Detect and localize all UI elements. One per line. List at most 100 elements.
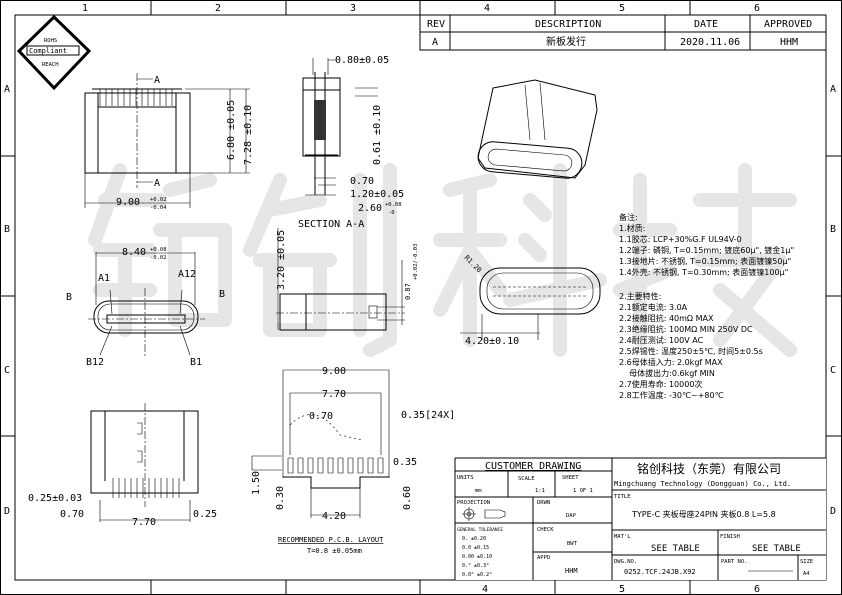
dim-tol-up: +0.08 bbox=[385, 202, 402, 208]
row-label: B bbox=[830, 224, 836, 235]
projection-label: PROJECTION bbox=[457, 500, 490, 506]
dim-bottom-d1: 0.25±0.03 bbox=[28, 493, 82, 504]
row-label: D bbox=[4, 506, 10, 517]
dim-section-d5: 2.60 bbox=[358, 203, 382, 214]
matl-value: SEE TABLE bbox=[651, 544, 700, 554]
customer-drawing-label: CUSTOMER DRAWING bbox=[485, 461, 581, 472]
revision-table: REV DESCRIPTION DATE APPROVED A 新板发行 202… bbox=[419, 15, 826, 51]
description-cell: 新板发行 bbox=[546, 35, 586, 48]
part-no-label: PART NO. bbox=[721, 559, 748, 565]
dim-section-d3: 0.70 bbox=[350, 176, 374, 187]
col-label: 1 bbox=[82, 3, 88, 14]
section-mark: A bbox=[154, 178, 160, 189]
dim-bottom-d4: 0.25 bbox=[193, 509, 217, 520]
dim-pcb-h1: 1.50 bbox=[251, 471, 262, 495]
note-line: 2.4耐压测试: 100V AC bbox=[619, 335, 704, 345]
row-label: D bbox=[830, 506, 836, 517]
row-label: A bbox=[4, 84, 10, 95]
scale-value: 1:1 bbox=[535, 488, 545, 494]
row-label: A bbox=[830, 84, 836, 95]
dim-height-1: 6.80 ±0.05 bbox=[226, 100, 237, 160]
dwg-no-label: DWG.NO. bbox=[614, 559, 637, 565]
dim-section-d1: 0.80±0.05 bbox=[335, 55, 389, 66]
dim-mating-width: 8.40 bbox=[122, 247, 146, 258]
note-line: 2.主要特性: bbox=[619, 291, 661, 301]
dim-pcb-w2: 7.70 bbox=[322, 389, 346, 400]
note-line: 母体拔出力:0.6kgf MIN bbox=[619, 368, 715, 378]
dim-side-thickness-tol: +0.02/-0.03 bbox=[413, 244, 419, 280]
col-label: 2 bbox=[215, 3, 221, 14]
col-label: 5 bbox=[619, 3, 625, 14]
tolerance-row: 0. ±0.20 bbox=[462, 536, 486, 542]
sheet-label: SHEET bbox=[562, 475, 579, 481]
dim-tol-up: +0.08 bbox=[150, 247, 167, 253]
dim-width: 9.00 bbox=[116, 197, 140, 208]
title-label: TITLE bbox=[614, 494, 631, 500]
section-mark: B bbox=[219, 289, 225, 300]
note-line: 1.材质: bbox=[619, 223, 645, 233]
finish-label: FINISH bbox=[720, 534, 740, 540]
col-label: 6 bbox=[754, 584, 760, 595]
check-label: CHECK bbox=[537, 527, 554, 533]
logo-text-reach: REACH bbox=[42, 62, 59, 68]
logo-text-rohs: ROHS bbox=[44, 38, 57, 44]
dim-section-d2: 0.61 ±0.10 bbox=[372, 105, 383, 165]
bottom-view: 0.25±0.03 0.70 7.70 0.25 bbox=[28, 403, 217, 528]
dim-pcb-w3: 4.20 bbox=[322, 511, 346, 522]
row-label: B bbox=[4, 224, 10, 235]
date-cell: 2020.11.06 bbox=[680, 37, 740, 48]
dim-section-d4: 1.20±0.05 bbox=[350, 189, 404, 200]
matl-label: MAT'L bbox=[614, 534, 631, 540]
dim-pcb-d1: 0.70 bbox=[309, 411, 333, 422]
tolerance-row: 0.° ±0.3° bbox=[462, 563, 489, 569]
dim-bottom-d3: 7.70 bbox=[132, 517, 156, 528]
tolerance-label: GENERAL TOLERANCE bbox=[457, 527, 503, 533]
col-label: 6 bbox=[754, 3, 760, 14]
notes: 备注: 1.材质: 1.1胶芯: LCP+30%G.F UL94V-0 1.2端… bbox=[619, 212, 794, 400]
dim-tol-up: +0.02 bbox=[150, 197, 167, 203]
note-line: 2.3绝缘阻抗: 100MΩ MIN 250V DC bbox=[619, 324, 753, 334]
dim-tol-down: -0.04 bbox=[150, 205, 167, 211]
col-label: 5 bbox=[619, 584, 625, 595]
sheet-value: 1 OF 1 bbox=[573, 488, 593, 494]
tolerance-row: 0.00 ±0.10 bbox=[462, 554, 492, 560]
dim-iso-width: 4.20±0.10 bbox=[465, 336, 519, 347]
size-label: SIZE bbox=[800, 559, 813, 565]
col-label: 4 bbox=[484, 3, 490, 14]
iso-views: R1.20 4.20±0.10 bbox=[460, 79, 601, 347]
tolerance-row: 0.0° ±0.2° bbox=[462, 572, 492, 578]
appd-label: APPD bbox=[537, 555, 550, 561]
pin-label-a1: A1 bbox=[98, 273, 110, 284]
pin-label-a12: A12 bbox=[178, 269, 196, 280]
approved-header: APPROVED bbox=[764, 19, 812, 30]
dim-side-height: 3.20 ±0.05 bbox=[276, 230, 287, 290]
drawing-title: TYPE-C 夹板母座24PIN 夹板0.8 L=5.8 bbox=[631, 509, 776, 519]
note-line: 备注: bbox=[619, 212, 638, 222]
note-line: 2.8工作温度: -30℃~+80℃ bbox=[619, 390, 724, 400]
rev-header: REV bbox=[427, 19, 445, 30]
units-label: UNITS bbox=[457, 475, 474, 481]
section-view: 0.80±0.05 0.61 ±0.10 0.70 1.20±0.05 2.60… bbox=[298, 55, 404, 230]
note-line: 2.6母体插入力: 2.0kgf MAX bbox=[619, 357, 723, 367]
units-value: mm bbox=[475, 488, 482, 494]
dim-pcb-h2: 0.30 bbox=[275, 486, 286, 510]
pcb-layout-title: RECOMMENDED P.C.B. LAYOUT bbox=[278, 536, 384, 544]
row-label: C bbox=[4, 365, 10, 376]
note-line: 1.4外壳: 不锈钢, T=0.30mm; 表面镀镍100μ" bbox=[619, 267, 788, 277]
dim-tol-down: -0.02 bbox=[150, 255, 167, 261]
drwn-label: DRWN bbox=[537, 500, 550, 506]
note-line: 2.5焊锡性: 温度250±5℃, 时间5±0.5s bbox=[619, 346, 763, 356]
mating-face-view: 8.40 +0.08 -0.02 A1 A12 B12 B1 B B bbox=[66, 247, 225, 368]
dim-bottom-d2: 0.70 bbox=[60, 509, 84, 520]
note-line: 1.1胶芯: LCP+30%G.F UL94V-0 bbox=[619, 234, 742, 244]
approved-cell: HHM bbox=[780, 37, 798, 48]
section-mark: B bbox=[66, 292, 72, 303]
company-name-en: Mingchuang Technology (Dongguan) Co., Lt… bbox=[614, 480, 791, 488]
note-line: 1.3接地片: 不锈钢, T=0.15mm; 表面镀镍50μ" bbox=[619, 256, 791, 266]
dim-pcb-w1: 9.00 bbox=[322, 366, 346, 377]
note-line: 2.2接触阻抗: 40mΩ MAX bbox=[619, 313, 714, 323]
side-view: 3.20 ±0.05 0.87 +0.02/-0.03 bbox=[276, 228, 419, 331]
company-name-cn: 铭创科技（东莞）有限公司 bbox=[637, 461, 781, 476]
row-label: C bbox=[830, 365, 836, 376]
